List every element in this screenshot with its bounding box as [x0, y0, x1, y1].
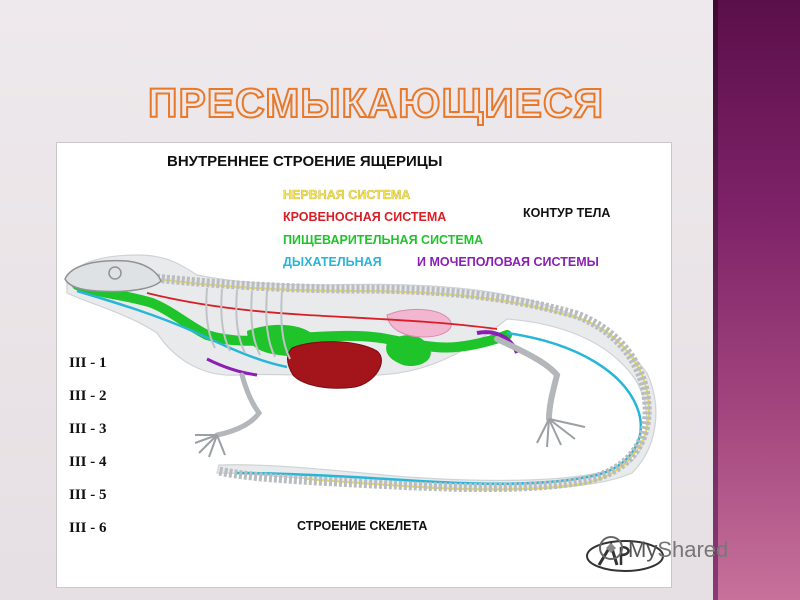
- myshared-logo-icon: [599, 536, 623, 560]
- row-labels: III - 1 III - 2 III - 3 III - 4 III - 5 …: [69, 355, 107, 553]
- row-label: III - 6: [69, 520, 107, 536]
- decorative-side-band: [713, 0, 800, 600]
- lizard-illustration: [64, 254, 657, 493]
- skull: [64, 259, 162, 293]
- liver: [287, 341, 382, 389]
- row-label: III - 1: [69, 355, 107, 371]
- lizard-anatomy-figure: ВНУТРЕННЕЕ СТРОЕНИЕ ЯЩЕРИЦЫ НЕРВНАЯ СИСТ…: [56, 142, 672, 588]
- legend-respiratory-system: ДЫХАТЕЛЬНАЯ: [283, 255, 382, 269]
- legend-circulatory-system: КРОВЕНОСНАЯ СИСТЕМА: [283, 210, 447, 224]
- lung: [386, 308, 452, 338]
- respiratory-line: [76, 289, 288, 369]
- legend-urogenital-systems: И МОЧЕПОЛОВАЯ СИСТЕМЫ: [417, 255, 599, 269]
- figure-title: ВНУТРЕННЕЕ СТРОЕНИЕ ЯЩЕРИЦЫ: [167, 153, 443, 170]
- watermark-text-shared: Shared: [657, 537, 729, 562]
- body-contour-label: КОНТУР ТЕЛА: [523, 206, 611, 220]
- hind-foot: [536, 418, 586, 448]
- row-label: III - 3: [69, 421, 107, 437]
- watermark-text-my: My: [628, 537, 658, 562]
- skeleton-structure-label: СТРОЕНИЕ СКЕЛЕТА: [297, 519, 428, 533]
- row-label: III - 4: [69, 454, 107, 470]
- row-label: III - 2: [69, 388, 107, 404]
- front-foot: [194, 434, 226, 458]
- front-leg: [214, 372, 263, 438]
- legend-nervous-system: НЕРВНАЯ СИСТЕМА: [283, 188, 411, 202]
- eye-socket: [108, 266, 122, 280]
- legend-digestive-system: ПИЩЕВАРИТЕЛЬНАЯ СИСТЕМА: [283, 233, 484, 247]
- myshared-watermark: MyShared: [628, 537, 728, 563]
- slide-title: ПРЕСМЫКАЮЩИЕСЯ: [147, 79, 605, 127]
- hind-leg: [494, 336, 561, 422]
- spine: [126, 270, 652, 493]
- ribs: [205, 287, 291, 360]
- intestine-loops: [386, 335, 431, 367]
- blood-vessel: [146, 292, 498, 330]
- row-label: III - 5: [69, 487, 107, 503]
